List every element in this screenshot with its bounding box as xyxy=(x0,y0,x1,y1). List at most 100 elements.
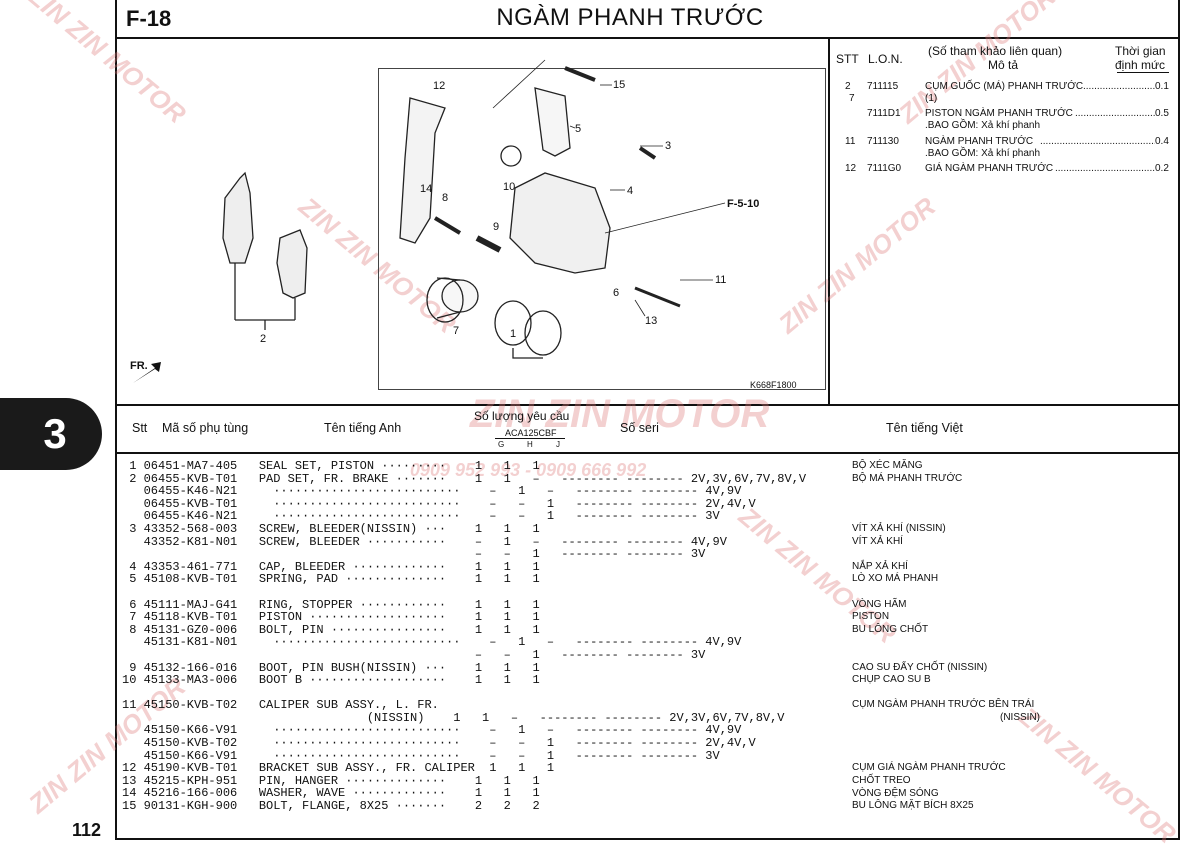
callout: 10 xyxy=(503,181,515,193)
labor-time: 0.5 xyxy=(1155,108,1169,119)
parts-row: 7 45118-KVB-T01 PISTON ·················… xyxy=(122,610,540,625)
viet-name: BU LÔNG CHỐT xyxy=(852,623,929,635)
callout: 2 xyxy=(260,333,266,345)
parts-row: 06455-KVB-T01 ··························… xyxy=(122,496,756,511)
parts-row: 14 45216-166-006 WASHER, WAVE ··········… xyxy=(122,786,540,801)
labor-col-time-1: Thời gian xyxy=(1115,44,1166,58)
parts-row: 8 45131-GZ0-006 BOLT, PIN ··············… xyxy=(122,622,540,637)
viet-name: PISTON xyxy=(852,611,890,623)
header-rule xyxy=(115,37,1180,39)
labor-time: 0.4 xyxy=(1155,136,1169,147)
labor-stt: 7 xyxy=(849,93,855,104)
front-arrow-icon xyxy=(133,362,161,383)
parts-row xyxy=(122,586,806,599)
diagram-bottom-rule xyxy=(115,404,1180,406)
viet-name: VÍT XẢ KHÍ (NISSIN) xyxy=(852,523,946,534)
labor-dots: ........................................… xyxy=(1083,81,1155,92)
viet-name: BU LÔNG MẶT BÍCH 8X25 xyxy=(852,800,974,812)
brake-pad-outer xyxy=(222,171,254,264)
callout: 12 xyxy=(433,80,445,92)
viet-name: VÒNG HÃM xyxy=(852,598,907,610)
parts-row: 9 45132-166-016 BOOT, PIN BUSH(NISSIN) ·… xyxy=(122,660,540,675)
chapter-tab: 3 xyxy=(0,398,102,470)
parts-row: 45150-K66-V91 ··························… xyxy=(122,748,720,763)
diagram-divider xyxy=(828,37,830,405)
labor-stt: 11 xyxy=(845,136,856,147)
parts-row: 43352-K81-N01 SCREW, BLEEDER ···········… xyxy=(122,534,727,549)
labor-lon: 711130 xyxy=(867,136,899,147)
col-name-vi: Tên tiếng Việt xyxy=(886,421,963,435)
piston-seal xyxy=(494,300,532,346)
col-g: G xyxy=(498,440,505,449)
parts-row: 3 43352-568-003 SCREW, BLEEDER(NISSIN) ·… xyxy=(122,521,540,536)
parts-row: 5 45108-KVB-T01 SPRING, PAD ············… xyxy=(122,572,540,587)
page-number: 112 xyxy=(72,820,102,840)
col-qty: Số lượng yêu cầu xyxy=(474,409,570,423)
col-name-en: Tên tiếng Anh xyxy=(324,421,402,435)
parts-row: 10 45133-MA3-006 BOOT B ················… xyxy=(122,673,540,688)
callout: 11 xyxy=(715,274,726,286)
callout: 15 xyxy=(613,79,625,91)
front-direction-label: FR. xyxy=(130,360,148,372)
labor-desc: .BAO GỒM: Xả khí phanh xyxy=(925,120,1041,131)
viet-name: BỘ MÁ PHANH TRƯỚC xyxy=(852,472,963,484)
parts-row: 45131-K81-N01 ··························… xyxy=(122,635,742,650)
labor-col-lon: L.O.N. xyxy=(868,52,903,66)
parts-row: – – 1 -------- -------- 3V xyxy=(122,547,706,562)
viet-name: VÒNG ĐỆM SÓNG xyxy=(852,787,939,799)
qty-underline xyxy=(495,438,565,439)
parts-row: 12 45190-KVB-T01 BRACKET SUB ASSY., FR. … xyxy=(122,761,555,776)
labor-header-underline xyxy=(1117,72,1169,73)
viet-name: CHỤP CAO SU B xyxy=(852,674,931,686)
parts-row: 2 06455-KVB-T01 PAD SET, FR. BRAKE ·····… xyxy=(122,471,807,486)
viet-name: VÍT XẢ KHÍ xyxy=(852,535,903,547)
parts-row: 13 45215-KPH-951 PIN, HANGER ···········… xyxy=(122,773,540,788)
brake-pad-inner xyxy=(276,229,308,299)
parts-row: 45150-KVB-T02 ··························… xyxy=(122,736,756,751)
caliper-bracket xyxy=(399,97,446,244)
labor-desc: NGÀM PHANH TRƯỚC xyxy=(925,136,1034,147)
labor-stt: 12 xyxy=(845,163,857,174)
reference-label: F-5-10 xyxy=(727,198,759,210)
labor-time: 0.1 xyxy=(1155,81,1169,92)
callout: 3 xyxy=(665,140,671,152)
parts-row: (NISSIN) 1 1 – -------- -------- 2V,3V,6… xyxy=(122,710,785,725)
labor-time: 0.2 xyxy=(1155,163,1169,174)
caliper-body xyxy=(509,172,611,274)
labor-dots: ........................................… xyxy=(1075,108,1155,119)
callout: 13 xyxy=(645,315,657,327)
callout: 5 xyxy=(575,123,581,135)
viet-name: BỘ XÉC MĂNG xyxy=(852,460,923,471)
viet-name: CỤM GIÁ NGÀM PHANH TRƯỚC xyxy=(852,762,1006,774)
callout: 1 xyxy=(510,328,516,340)
parts-list: 1 06451-MA7-405 SEAL SET, PISTON ·······… xyxy=(122,460,806,813)
parts-row: 06455-K46-N21 ··························… xyxy=(122,509,720,524)
viet-name: CỤM NGÀM PHANH TRƯỚC BÊN TRÁI xyxy=(852,699,1035,711)
labor-col-desc-2: Mô tả xyxy=(988,58,1019,72)
col-part-no: Mã số phụ tùng xyxy=(162,421,249,435)
labor-col-time-2: định mức xyxy=(1115,58,1166,72)
labor-desc: (1) xyxy=(925,93,938,104)
viet-name: CHỐT TREO xyxy=(852,775,911,786)
diagram-inset-box xyxy=(378,68,826,390)
labor-desc: .BAO GỒM: Xả khí phanh xyxy=(925,148,1041,159)
col-serial: Số seri xyxy=(620,421,659,435)
parts-row: 45150-K66-V91 ··························… xyxy=(122,723,742,738)
parts-row: 11 45150-KVB-T02 CALIPER SUB ASSY., L. F… xyxy=(122,698,439,713)
labor-lon: 711115 xyxy=(867,81,899,92)
parts-row: 06455-K46-N21 ··························… xyxy=(122,484,742,499)
parts-row: 15 90131-KGH-900 BOLT, FLANGE, 8X25 ····… xyxy=(122,799,540,814)
viet-name: CAO SU ĐẨY CHỐT (NISSIN) xyxy=(852,661,988,673)
callout: 9 xyxy=(493,221,499,233)
page-title: NGÀM PHANH TRƯỚC xyxy=(496,4,764,31)
viet-name: NẮP XẢ KHÍ xyxy=(852,560,908,572)
col-model: ACA125CBF xyxy=(505,428,557,438)
viet-name: LÒ XO MÁ PHANH xyxy=(852,573,939,585)
col-stt: Stt xyxy=(132,421,148,435)
col-h: H xyxy=(527,440,533,449)
col-j: J xyxy=(556,440,560,449)
piston xyxy=(441,279,479,313)
piston-dust-seal xyxy=(524,310,562,356)
brake-caliper-diagram: 1 2 3 4 5 6 7 8 9 10 11 12 13 14 15 F-5-… xyxy=(133,59,759,383)
labor-col-stt: STT xyxy=(836,52,859,66)
